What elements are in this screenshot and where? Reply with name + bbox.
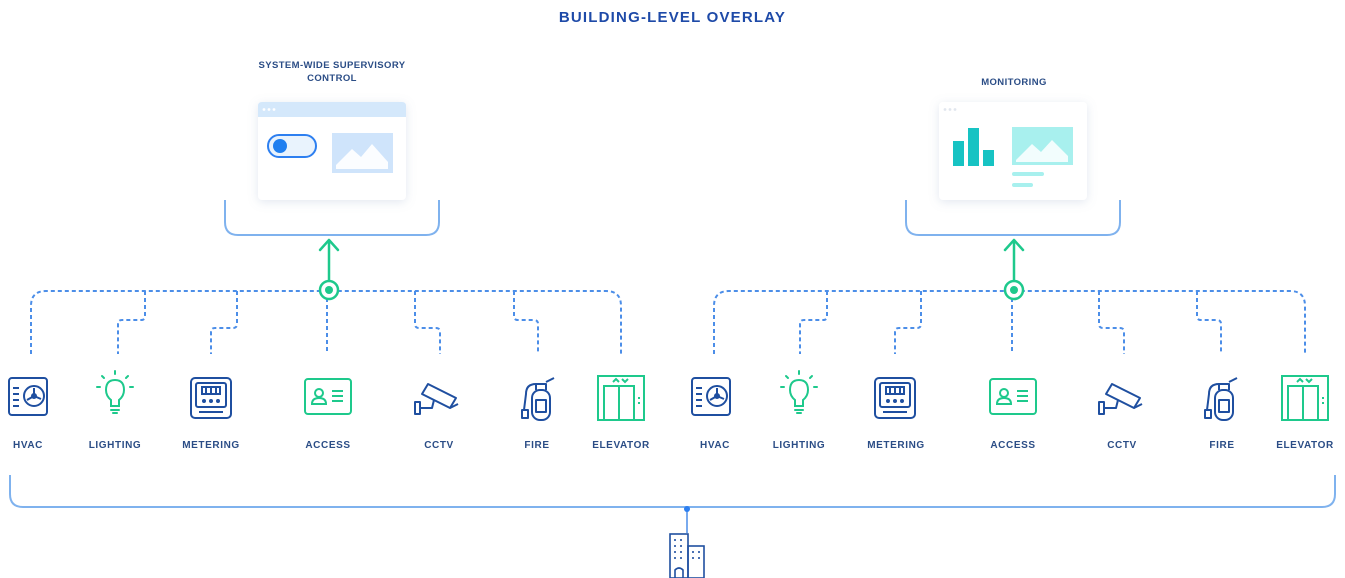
lightbulb-icon [780,370,818,414]
device-label-access: ACCESS [990,440,1036,451]
lightbulb-icon [96,370,134,414]
device-label-elevator: ELEVATOR [1276,440,1334,451]
toggle-switch-icon [267,134,317,158]
base-bracket [9,475,1336,508]
control-panel-bracket [224,200,440,236]
hvac-icon [691,377,731,416]
cctv-camera-icon [1098,383,1143,415]
uplink-arrow-left [318,238,340,282]
panel-title-control: SYSTEM-WIDE SUPERVISORY CONTROL [258,60,406,84]
access-card-icon [989,378,1037,415]
fire-extinguisher-icon [1204,377,1238,421]
bar-chart-icon [953,128,994,166]
hvac-icon [8,377,48,416]
hub-node-right [1003,279,1025,301]
hub-node-left [318,279,340,301]
access-card-icon [304,378,352,415]
image-placeholder-icon [332,133,393,173]
elevator-icon [597,375,645,421]
monitoring-panel [905,102,1121,236]
device-label-cctv: CCTV [424,440,454,451]
device-label-fire: FIRE [1209,440,1235,451]
elevator-icon [1281,375,1329,421]
building-icon [669,533,705,578]
meter-icon [874,377,916,419]
panel-title-monitoring: MONITORING [981,77,1047,88]
network-lines-right [713,290,1306,354]
meter-icon [190,377,232,419]
fire-extinguisher-icon [521,377,555,421]
monitoring-panel-bracket [905,200,1121,236]
uplink-arrow-right [1003,238,1025,282]
device-label-cctv: CCTV [1107,440,1137,451]
device-label-hvac: HVAC [13,440,43,451]
device-label-lighting: LIGHTING [88,440,142,451]
device-label-fire: FIRE [524,440,550,451]
device-label-metering: METERING [182,440,240,451]
device-label-elevator: ELEVATOR [592,440,650,451]
device-label-metering: METERING [867,440,925,451]
diagram-title: BUILDING-LEVEL OVERLAY [558,9,787,26]
base-connector-dot [684,506,690,512]
device-label-hvac: HVAC [700,440,730,451]
control-panel [224,102,440,236]
image-placeholder-icon [1012,127,1073,165]
device-label-lighting: LIGHTING [772,440,826,451]
cctv-camera-icon [414,383,459,415]
network-lines-left [30,290,622,354]
device-label-access: ACCESS [305,440,351,451]
